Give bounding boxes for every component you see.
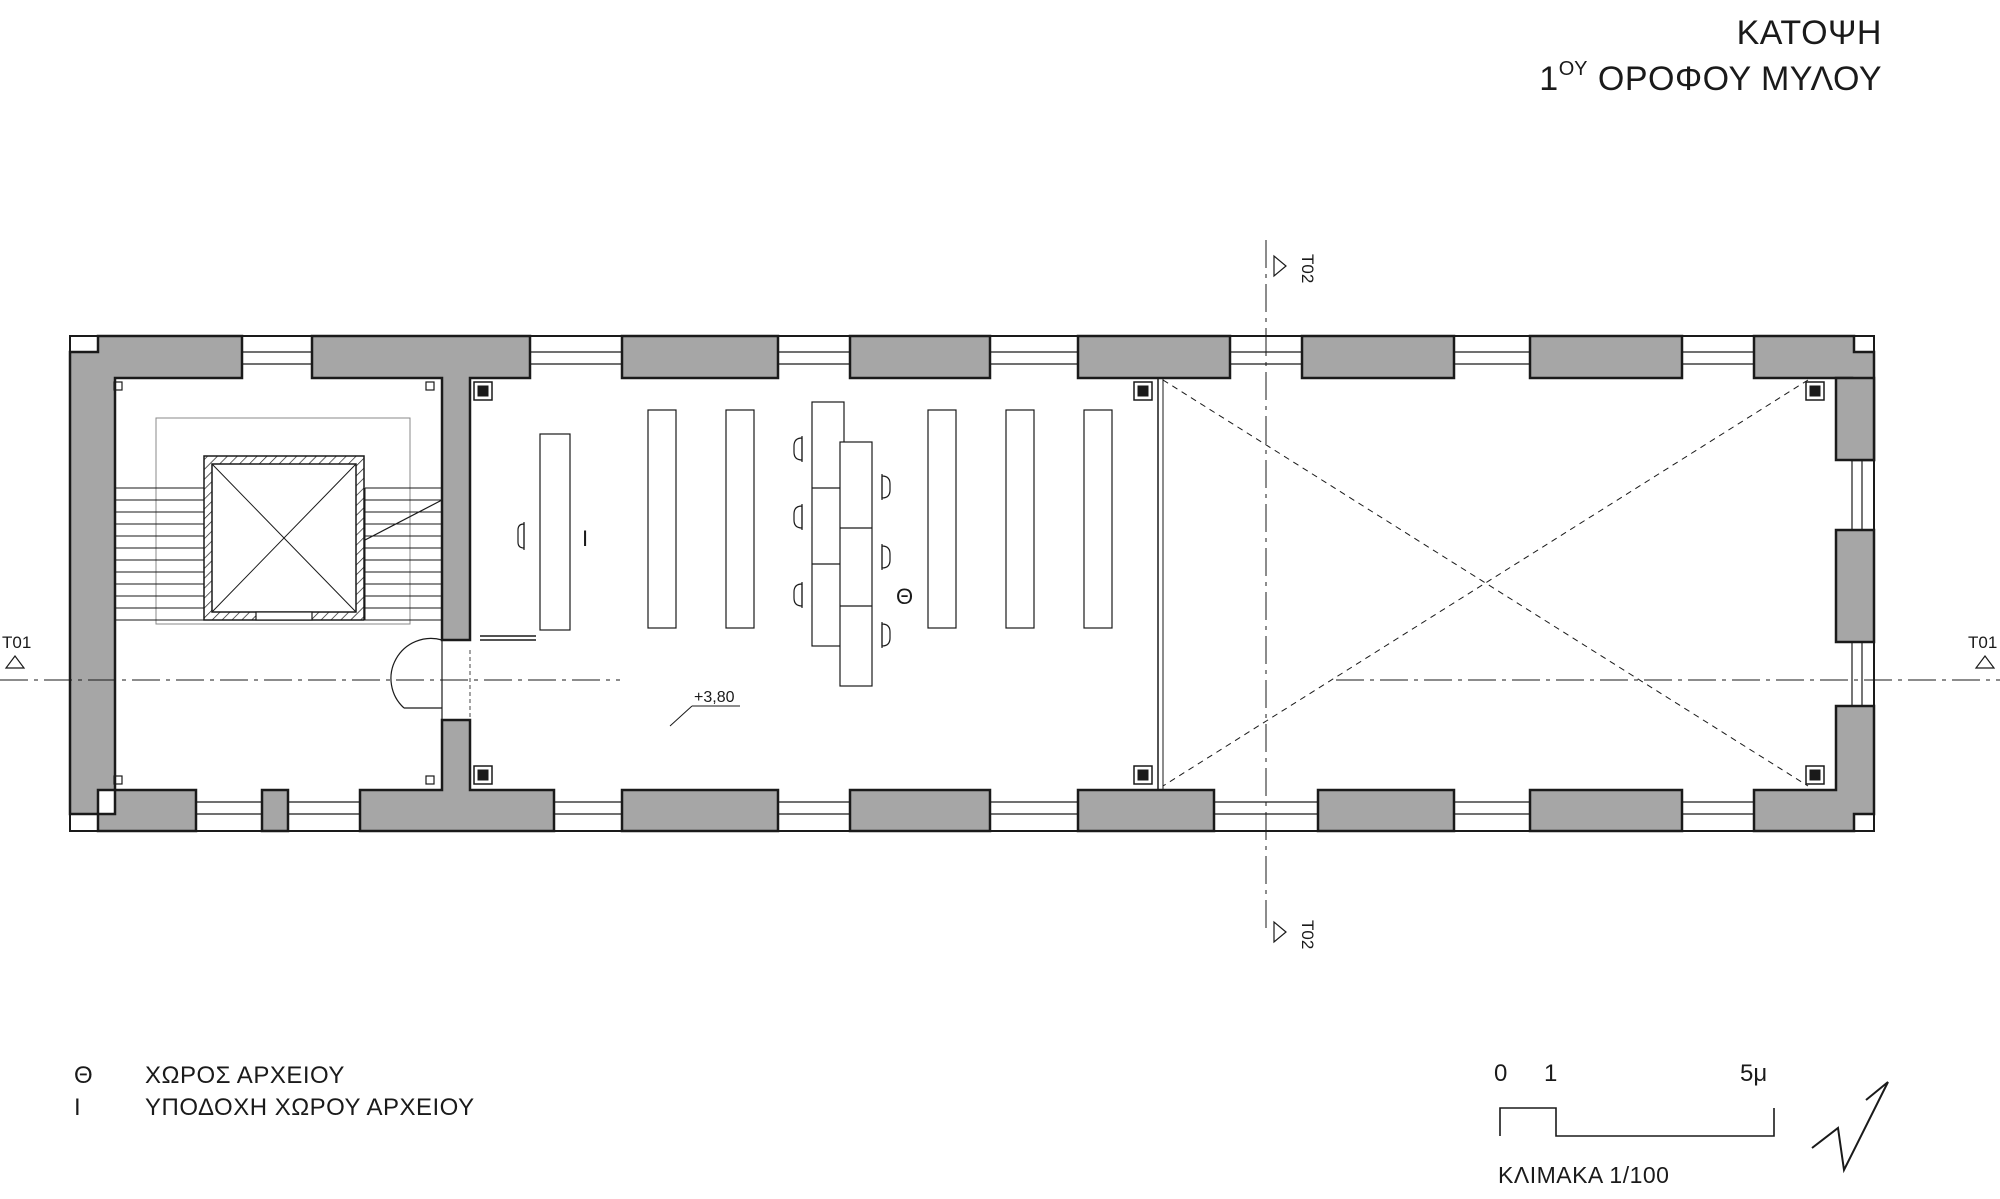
section-lines xyxy=(0,240,2000,930)
section-label-t02-top: T02 xyxy=(1298,254,1317,283)
wall-top-4 xyxy=(1076,334,1232,380)
scale-bar xyxy=(1499,1107,1775,1137)
section-markers: T01 T01 T02 T02 xyxy=(2,254,1997,949)
legend-label-archive: ΧΩΡΟΣ ΑΡΧΕΙΟΥ xyxy=(145,1062,345,1089)
level-mark-text: +3,80 xyxy=(694,689,735,706)
wall-bottom-8 xyxy=(1528,788,1684,833)
walls xyxy=(68,334,1876,833)
archive-shelves xyxy=(647,409,1113,629)
legend-key-archive: Θ xyxy=(74,1062,93,1089)
wall-top-6 xyxy=(1528,334,1684,380)
room-tag-reception: Ι xyxy=(582,526,588,551)
wall-bottom-1 xyxy=(96,788,198,833)
wall-bottom-6 xyxy=(1076,788,1216,833)
section-triangle-icon xyxy=(4,655,26,669)
staircase xyxy=(115,417,443,625)
wall-bottom-7 xyxy=(1316,788,1456,833)
drawing-title-line1: ΚΑΤΟΨΗ xyxy=(1736,14,1882,52)
wall-left xyxy=(68,334,244,816)
north-arrow-icon xyxy=(1811,1081,1889,1174)
drawing-title-line2: 1ΟΥ ΟΡΟΦΟΥ ΜΥΛΟΥ xyxy=(1539,58,1882,99)
reading-tables xyxy=(811,401,873,687)
section-label-t01-right: T01 xyxy=(1968,633,1997,652)
room-tag-archive: Θ xyxy=(896,584,913,609)
wall-bottom-2 xyxy=(260,788,290,833)
wall-bottom-3 xyxy=(358,718,556,833)
wall-bottom-4 xyxy=(620,788,780,833)
wall-right-1 xyxy=(1834,376,1876,462)
wall-top-2 xyxy=(620,334,780,380)
section-label-t01-left: T01 xyxy=(2,633,31,652)
section-triangle-icon xyxy=(1974,655,1996,669)
title-floor-suffix: ΟΥ xyxy=(1558,58,1588,80)
section-triangle-icon xyxy=(1273,254,1287,278)
legend-key-reception: Ι xyxy=(74,1094,81,1121)
scale-caption: ΚΛΙΜΑΚΑ 1/100 xyxy=(1498,1162,1670,1188)
wall-top-5 xyxy=(1300,334,1456,380)
windows xyxy=(196,351,1863,815)
legend-label-reception: ΥΠΟΔΟΧΗ ΧΩΡΟΥ ΑΡΧΕΙΟΥ xyxy=(145,1094,475,1121)
wall-bottom-5 xyxy=(848,788,992,833)
chairs xyxy=(793,436,891,648)
section-triangle-icon xyxy=(1273,920,1287,944)
level-mark: +3,80 xyxy=(669,689,740,727)
reception-desk xyxy=(517,433,571,631)
void-cross xyxy=(1162,379,1809,787)
wall-top-1 xyxy=(310,334,532,642)
elevator xyxy=(203,455,365,621)
wall-right-2 xyxy=(1834,528,1876,644)
scale-tick-1: 1 xyxy=(1544,1060,1558,1087)
title-floor-text: ΟΡΟΦΟΥ ΜΥΛΟΥ xyxy=(1587,60,1882,98)
scale-tick-5: 5μ xyxy=(1740,1060,1768,1087)
columns xyxy=(113,381,1825,785)
title-floor-number: 1 xyxy=(1539,60,1559,98)
wall-right-3 xyxy=(1752,704,1876,833)
scale-tick-0: 0 xyxy=(1494,1060,1508,1087)
section-label-t02-bottom: T02 xyxy=(1298,920,1317,949)
door xyxy=(390,635,536,720)
wall-top-3 xyxy=(848,334,992,380)
